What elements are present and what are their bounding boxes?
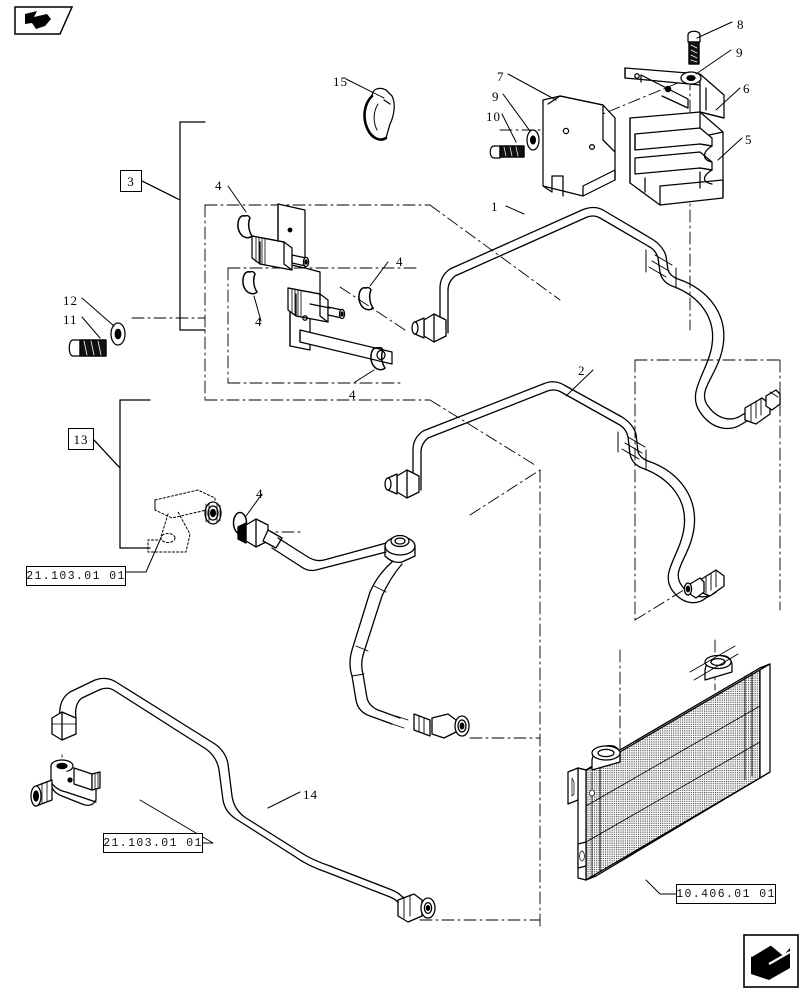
callout-4-o-ring-a: 4	[215, 178, 223, 193]
arrow-bend-mark-icon	[743, 934, 799, 988]
condenser-core	[567, 645, 771, 881]
item-15-retaining-clip	[363, 87, 395, 141]
brand-mark-top-left-icon	[14, 6, 76, 36]
item-5-receiver-holder	[629, 111, 724, 206]
callout-4-o-ring-c: 4	[255, 314, 263, 329]
reference-leader-lines	[125, 539, 677, 895]
callout-14-hose-suction: 14	[303, 787, 318, 802]
item-13-bracket-leader	[93, 399, 151, 549]
reference-box-21-103-01-01-lower[interactable]: 21.103.01 01	[103, 833, 203, 853]
hose-middle-assembly	[237, 518, 470, 739]
callout-7-support-plate: 7	[497, 69, 505, 84]
reference-box-21-103-01-01-upper[interactable]: 21.103.01 01	[26, 566, 126, 586]
callout-4-o-ring-b: 4	[396, 254, 404, 269]
item-11-bolt	[68, 339, 107, 357]
callout-9-washer-upper: 9	[736, 45, 744, 60]
callout-9-washer-lower: 9	[492, 89, 500, 104]
callout-leader-lines	[81, 21, 743, 809]
item-14-hose-suction	[51, 677, 436, 923]
callout-10-bolt-lower: 10	[486, 109, 501, 124]
item-2-hose-lower	[384, 381, 725, 604]
callout-15-retaining-clip: 15	[333, 74, 348, 89]
item-12-washer	[110, 322, 126, 346]
item-6-mounting-bracket	[624, 67, 725, 119]
callout-8-bolt-upper: 8	[737, 17, 745, 32]
item-7-support-plate	[542, 95, 616, 197]
item-4-o-rings	[232, 214, 386, 535]
item-1-hose-upper	[411, 206, 781, 430]
boxed-callout-3: 3	[120, 170, 142, 192]
callout-1-hose-upper: 1	[491, 199, 499, 214]
item-10-bolt	[489, 145, 525, 159]
callout-12-washer: 12	[63, 293, 78, 308]
callout-2-hose-lower: 2	[578, 363, 586, 378]
item-3-manifold-assembly	[251, 203, 393, 365]
item-9-washer-top	[680, 71, 702, 85]
callout-4-o-ring-e: 4	[256, 486, 264, 501]
service-valve-assembly	[30, 759, 101, 807]
item-9-washer-lower	[526, 129, 540, 151]
callout-6-mounting-bracket: 6	[743, 81, 751, 96]
callout-11-bolt: 11	[63, 312, 78, 327]
item-3-bracket-leader	[141, 121, 206, 331]
callout-5-receiver-dryer: 5	[745, 132, 753, 147]
reference-box-10-406-01-01[interactable]: 10.406.01 01	[676, 884, 776, 904]
arrow-bend-mark-icon	[14, 6, 74, 35]
callout-4-o-ring-d: 4	[349, 387, 357, 402]
item-8-bolt	[687, 30, 701, 65]
brand-mark-bottom-right-icon	[743, 934, 799, 988]
boxed-callout-13: 13	[68, 428, 94, 450]
